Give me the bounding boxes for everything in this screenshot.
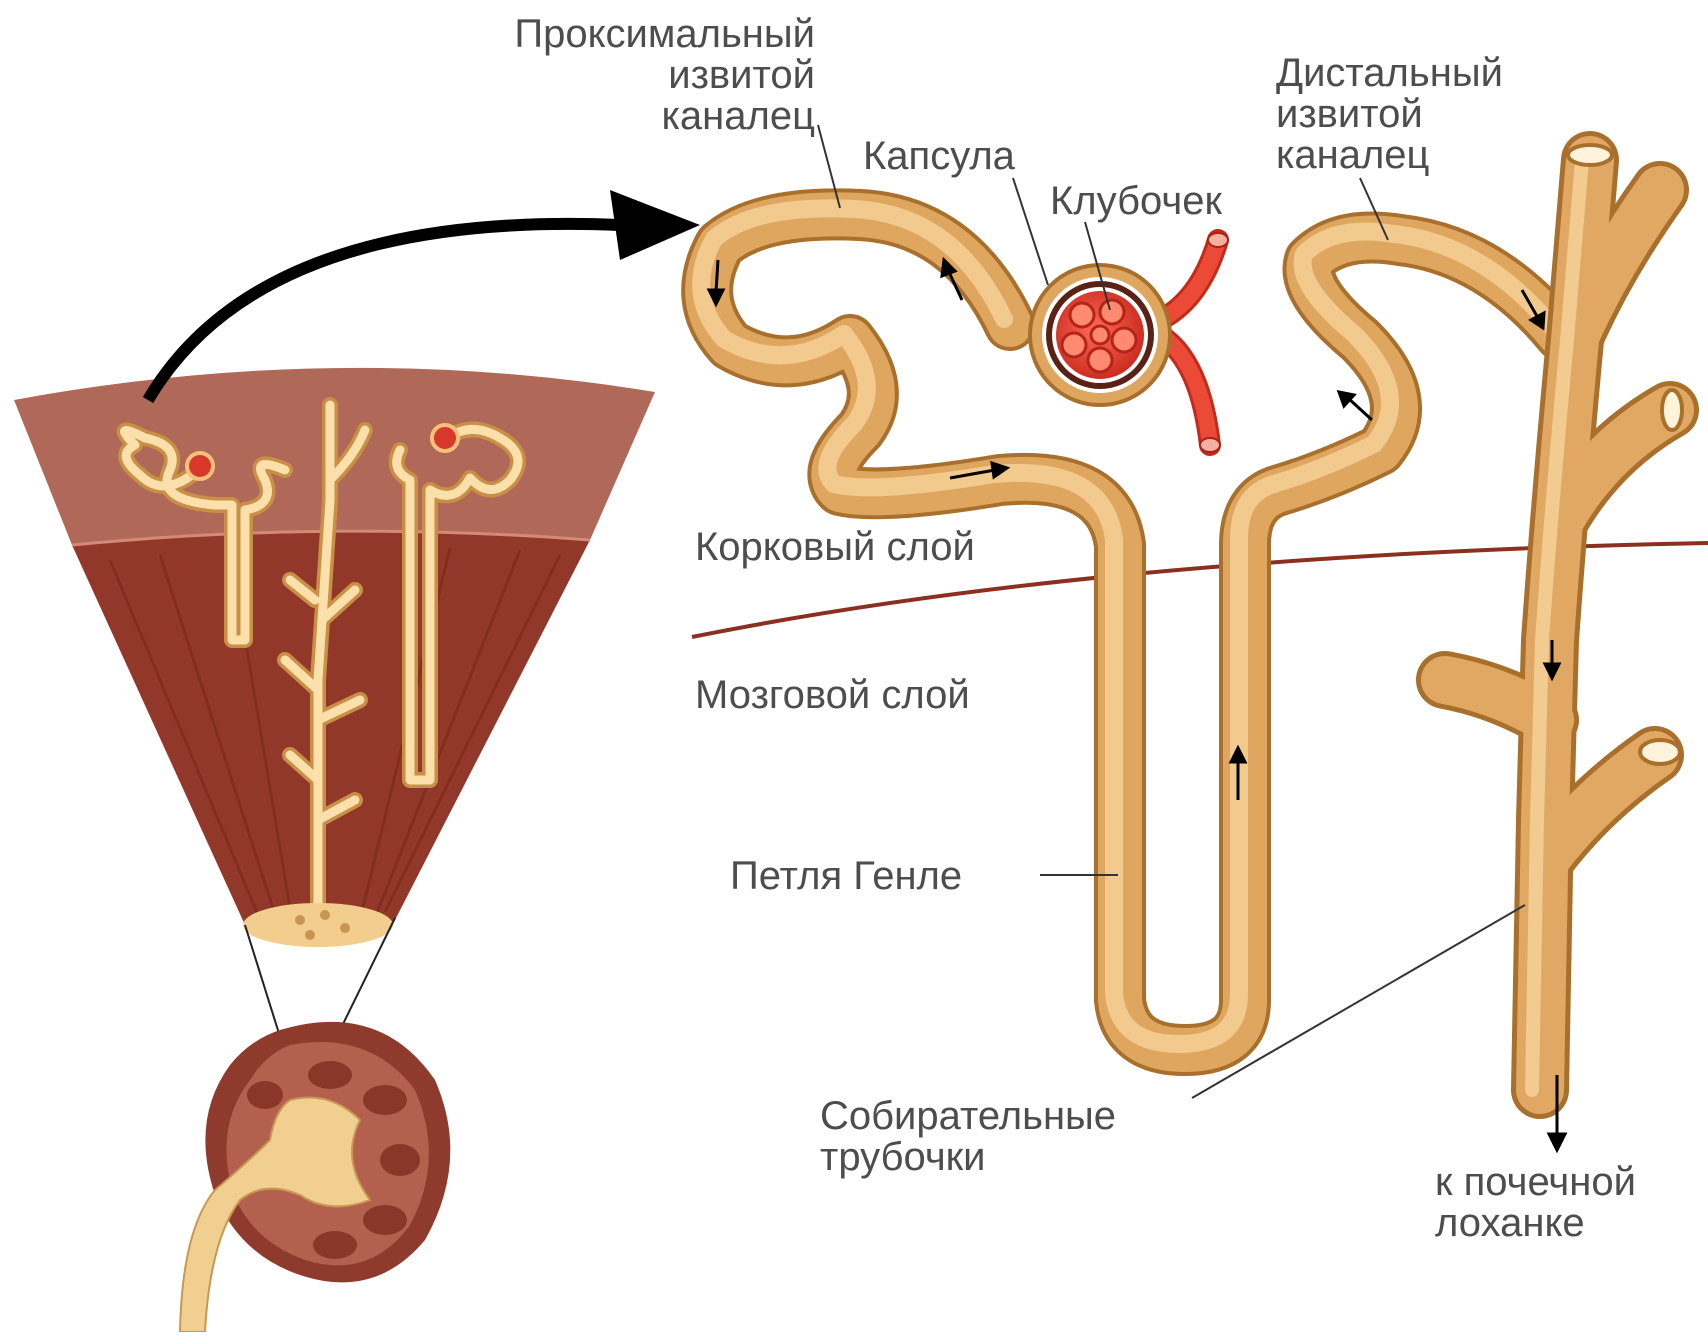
label-distal-tubule: Дистальный извитой каналец [1276,53,1503,176]
label-cortex: Корковый слой [695,527,975,568]
label-glomerulus: Клубочек [1050,181,1222,222]
whole-kidney [180,1022,450,1332]
label-proximal-tubule: Проксимальный извитой каналец [400,14,815,137]
label-collecting-ducts: Собирательные трубочки [820,1096,1116,1178]
label-medulla: Мозговой слой [695,675,970,716]
capsule-glomerulus [1030,265,1170,405]
label-capsule: Капсула [863,136,1015,177]
label-to-renal-pelvis: к почечной лоханке [1435,1162,1636,1244]
label-loop-of-henle: Петля Генле [730,856,962,897]
leader-lines [818,125,1525,1098]
zoom-arrow [148,190,700,400]
